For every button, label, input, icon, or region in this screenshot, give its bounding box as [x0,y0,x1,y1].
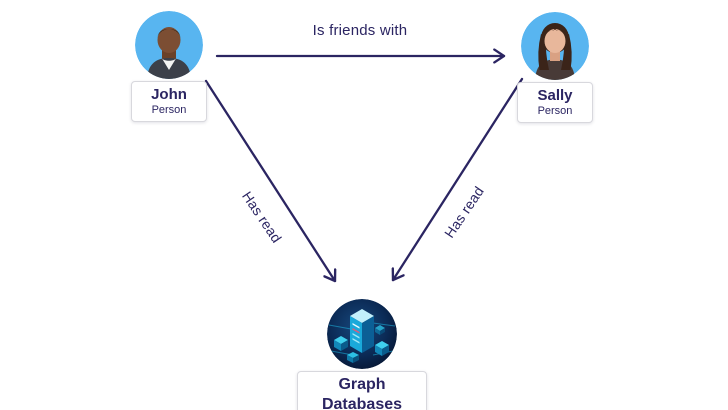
node-graph-databases: Graph Databases Book [297,299,427,410]
sally-avatar [521,12,589,80]
john-label-card: John Person [131,81,207,122]
graph-databases-name: Graph Databases [321,376,403,410]
john-name: John [151,86,187,103]
sally-type-label: Person [537,105,573,117]
node-john: John Person [131,11,207,122]
woman-portrait-icon [521,12,589,80]
john-type-label: Person [151,104,187,116]
sally-label-card: Sally Person [517,82,593,123]
database-3d-illustration-icon [327,299,397,369]
node-sally: Sally Person [517,12,593,123]
graph-databases-image [327,299,397,369]
edge-has-read-john-arrow [204,79,335,281]
edge-label-is-friends-with: Is friends with [312,22,408,39]
man-portrait-icon [135,11,203,79]
sally-name: Sally [537,87,573,104]
john-avatar [135,11,203,79]
edge-has-read-sally-arrow [393,77,524,280]
graph-databases-label-card: Graph Databases Book [297,371,427,410]
